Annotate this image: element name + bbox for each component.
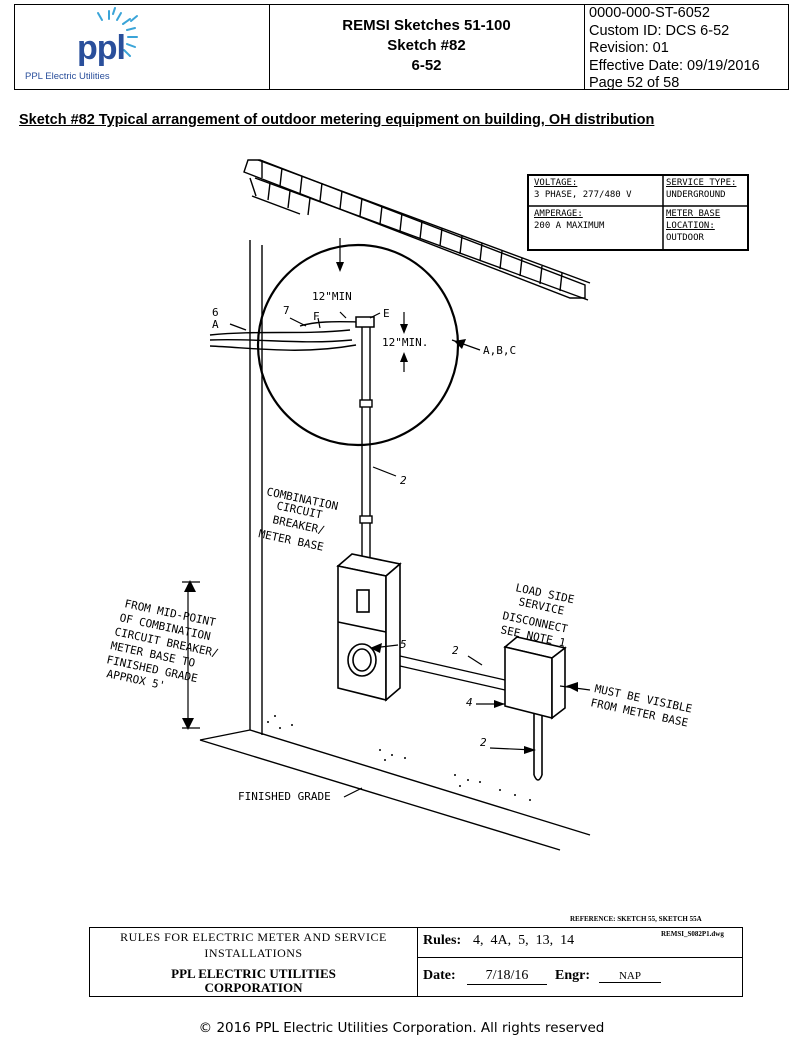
rules-line-1: RULES FOR ELECTRIC METER AND SERVICE <box>120 930 387 944</box>
label-6: 6 <box>212 306 219 319</box>
logo-subtitle: PPL Electric Utilities <box>25 71 110 82</box>
conduit <box>359 327 373 560</box>
title-line-3: 6-52 <box>411 57 442 74</box>
rules-label: Rules: <box>423 933 462 948</box>
reference-note: REFERENCE: SKETCH 55, SKETCH 55A <box>570 915 702 923</box>
roof-shingles <box>243 159 591 301</box>
label-7: 7 <box>283 304 290 317</box>
label-2-vertical: 2 <box>480 736 487 749</box>
meter-base-label-1: METER BASE <box>666 209 721 219</box>
effective-date: Effective Date: 09/19/2016 <box>589 57 760 74</box>
custom-id: Custom ID: DCS 6-52 <box>589 22 730 39</box>
voltage-label: VOLTAGE: <box>534 178 578 188</box>
clearance-right-label: 12"MIN. <box>382 336 428 349</box>
label-5: 5 <box>400 638 407 651</box>
service-type-label: SERVICE TYPE: <box>666 178 737 188</box>
amperage-label: AMPERAGE: <box>534 209 583 219</box>
revision: Revision: 01 <box>589 40 669 56</box>
service-drop-wires <box>209 320 366 351</box>
service-type-value: UNDERGROUND <box>666 190 726 200</box>
rules-row: Rules: 4, 4A, 5, 13, 14 REMSI_S082P1.dwg <box>417 928 742 958</box>
label-f: F <box>313 310 320 323</box>
header-title: REMSI Sketches 51-100 Sketch #82 6-52 <box>269 5 585 89</box>
logo-cell: ppl PPL Electric Utilities <box>15 5 270 89</box>
finished-grade-label: FINISHED GRADE <box>238 790 331 803</box>
rules-value: 4, 4A, 5, 13, 14 <box>473 933 575 948</box>
label-2-conduit: 2 <box>400 474 407 487</box>
date-label: Date: <box>423 968 456 983</box>
header-meta: 0000-000-ST-6052 Custom ID: DCS 6-52 Rev… <box>587 5 790 91</box>
doc-number: 0000-000-ST-6052 <box>589 5 710 21</box>
engr-label: Engr: <box>555 968 590 983</box>
spec-table-grid <box>529 176 747 249</box>
arrowheads <box>182 262 578 754</box>
conduit-to-disconnect <box>399 655 506 691</box>
date-value: 7/18/16 <box>467 968 547 985</box>
engr-value: NAP <box>599 970 661 983</box>
title-line-1: REMSI Sketches 51-100 <box>342 17 511 34</box>
title-block-left: RULES FOR ELECTRIC METER AND SERVICE INS… <box>90 928 418 996</box>
label-2-horizontal: 2 <box>452 644 459 657</box>
sketch-title: Sketch #82 Typical arrangement of outdoo… <box>19 112 655 128</box>
meter-base-label-2: LOCATION: <box>666 221 715 231</box>
weatherhead <box>355 316 375 328</box>
rules-line-2: INSTALLATIONS <box>204 946 303 960</box>
page-number: Page 52 of 58 <box>589 75 680 91</box>
grade-hatch <box>267 715 531 801</box>
title-line-2: Sketch #82 <box>387 37 466 54</box>
company-line-2: CORPORATION <box>204 980 303 995</box>
title-block: RULES FOR ELECTRIC METER AND SERVICE INS… <box>89 927 743 997</box>
voltage-value: 3 PHASE, 277/480 V <box>534 190 632 200</box>
label-e: E <box>383 307 390 320</box>
amperage-value: 200 A MAXIMUM <box>534 221 605 231</box>
building-wall <box>199 240 591 851</box>
label-a: A <box>212 318 219 331</box>
company-line-1: PPL ELECTRIC UTILITIES <box>171 966 336 981</box>
spec-table: VOLTAGE: 3 PHASE, 277/480 V SERVICE TYPE… <box>527 174 749 251</box>
document-header: ppl PPL Electric Utilities REMSI Sketche… <box>14 4 790 91</box>
label-abc: A,B,C <box>483 344 516 357</box>
meter-base <box>336 553 402 702</box>
logo-text: ppl <box>77 29 126 67</box>
ppl-sunburst-icon <box>97 7 138 57</box>
disconnect-box <box>503 636 567 781</box>
clearance-top-label: 12"MIN <box>312 290 352 303</box>
label-4: 4 <box>466 696 473 709</box>
title-block-right: Rules: 4, 4A, 5, 13, 14 REMSI_S082P1.dwg… <box>417 928 742 996</box>
dwg-name: REMSI_S082P1.dwg <box>661 930 724 938</box>
copyright-footer: © 2016 PPL Electric Utilities Corporatio… <box>198 1020 605 1036</box>
meter-base-value: OUTDOOR <box>666 233 704 243</box>
